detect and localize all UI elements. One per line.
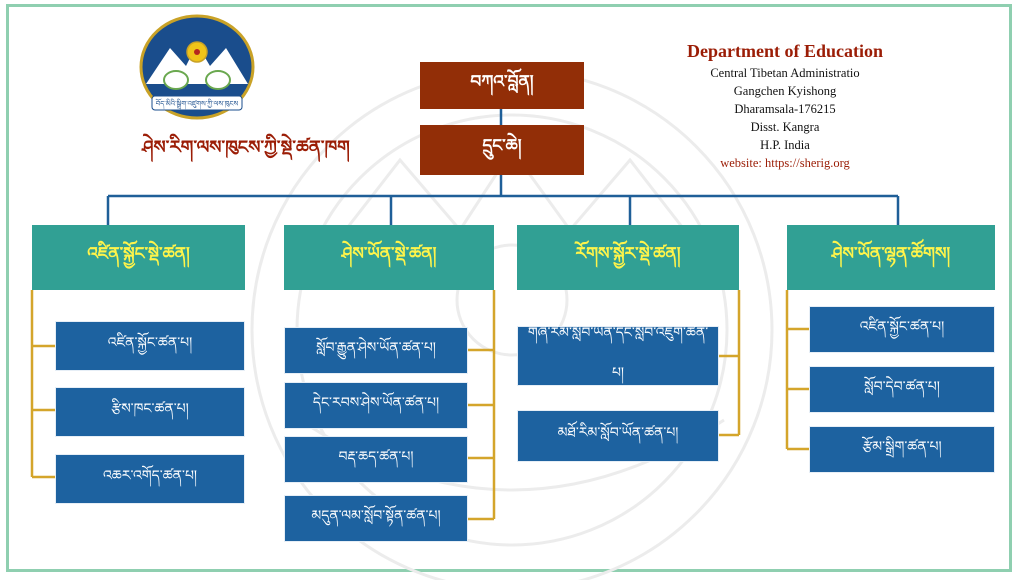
contact-line: Central Tibetan Administratio	[710, 66, 860, 80]
kalon-box: བཀའ་བློན།	[420, 62, 584, 109]
secretary-box: དྲུང་ཆེ།	[420, 125, 584, 175]
division-support: རོགས་སྐྱོར་སྡེ་ཚན།	[517, 225, 739, 290]
unit-box: རྩིས་ཁང་ཚན་པ།	[55, 387, 245, 437]
unit-box: མདུན་ལམ་སློབ་སྟོན་ཚན་པ།	[284, 495, 468, 542]
seal-text: བོད་མིའི་སྒྲིག་འཛུགས་ཀྱི་ལས་ཁུངས	[155, 98, 238, 110]
unit-box: འཛིན་སྐྱོང་ཚན་པ།	[55, 321, 245, 371]
contact-line: Gangchen Kyishong	[733, 84, 837, 98]
unit-box: རྩོམ་སྒྲིག་ཚན་པ།	[809, 426, 995, 473]
unit-box: བརྡ་ཆད་ཚན་པ།	[284, 436, 468, 483]
division-education: ཤེས་ཡོན་སྡེ་ཚན།	[284, 225, 494, 290]
contact-line: Dharamsala-176215	[734, 102, 836, 116]
unit-box: དེང་རབས་ཤེས་ཡོན་ཚན་པ།	[284, 382, 468, 429]
unit-box: མཐོ་རིམ་སློབ་ཡོན་ཚན་པ།	[517, 410, 719, 462]
unit-box: འཛིན་སྐྱོང་ཚན་པ།	[809, 306, 995, 353]
emblem-logo: བོད་མིའི་སྒྲིག་འཛུགས་ཀྱི་ལས་ཁུངས	[139, 14, 255, 120]
contact-line: Disst. Kangra	[750, 120, 820, 134]
unit-box: འཆར་འགོད་ཚན་པ།	[55, 454, 245, 504]
division-administration: འཛིན་སྐྱོང་སྡེ་ཚན།	[32, 225, 245, 290]
website-link[interactable]: website: https://sherig.org	[720, 156, 850, 170]
division-council: ཤེས་ཡོན་ལྷན་ཚོགས།	[787, 225, 995, 290]
unit-box: སློབ་དེབ་ཚན་པ།	[809, 366, 995, 413]
department-title-tibetan: ཤེས་རིག་ལས་ཁུངས་ཀྱི་སྡེ་ཚན་ཁག	[142, 137, 350, 158]
contact-line: H.P. India	[760, 138, 810, 152]
contact-block: Department of Education Central Tibetan …	[680, 40, 890, 172]
contact-title: Department of Education	[687, 41, 883, 61]
unit-box: གཞི་རིམ་སློབ་ཡོན་དང་སློབ་འཇུག་ཚན་པ།	[517, 325, 719, 386]
unit-box: སློབ་རྒྱུན་ཤེས་ཡོན་ཚན་པ།	[284, 327, 468, 374]
